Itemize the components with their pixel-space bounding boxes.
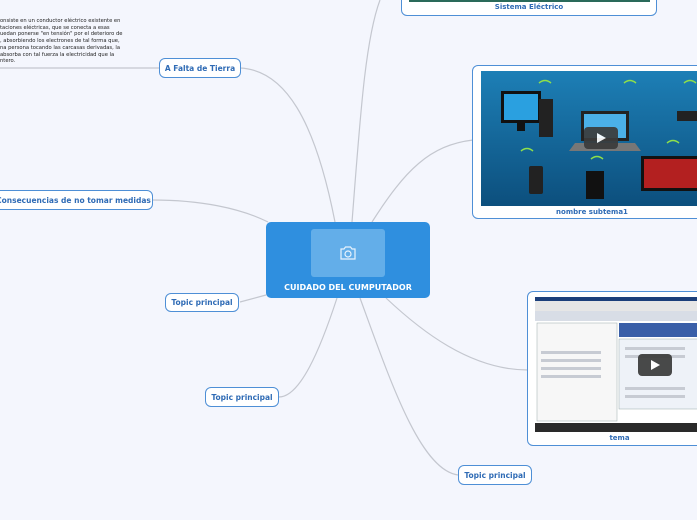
topic-subtema[interactable]: nombre subtema1 bbox=[472, 65, 697, 219]
topic-left-2[interactable]: Topic principal bbox=[205, 387, 279, 407]
note-line: absorba con tal fuerza la electricidad q… bbox=[0, 51, 115, 58]
link-falta-tierra bbox=[239, 67, 336, 223]
link-subtema bbox=[371, 139, 474, 223]
play-button[interactable] bbox=[638, 354, 672, 376]
topic-label: A Falta de Tierra bbox=[164, 63, 236, 73]
link-tema bbox=[385, 297, 529, 371]
topic-label: Topic principal bbox=[171, 298, 233, 307]
topic-image bbox=[409, 0, 650, 2]
software-screenshot bbox=[535, 297, 697, 432]
note-line: taciones eléctricas, que se conecta a es… bbox=[0, 24, 110, 31]
topic-sistema-electrico[interactable]: Sistema Eléctrico bbox=[401, 0, 657, 16]
topic-caption: tema bbox=[609, 434, 630, 442]
link-consecuencias bbox=[151, 199, 269, 223]
topic-caption: Sistema Eléctrico bbox=[494, 3, 564, 11]
note-line: ntero. bbox=[0, 58, 16, 65]
topic-caption: nombre subtema1 bbox=[556, 208, 628, 216]
central-title: CUIDADO DEL CUMPUTADOR bbox=[284, 283, 412, 292]
note-line: onsiste en un conductor eléctrico existe… bbox=[0, 18, 121, 24]
central-topic[interactable]: CUIDADO DEL CUMPUTADOR bbox=[266, 222, 430, 298]
topic-tema[interactable]: tema bbox=[527, 291, 697, 446]
topic-falta-tierra[interactable]: A Falta de Tierra bbox=[159, 58, 241, 78]
play-button[interactable] bbox=[584, 127, 618, 149]
note-line: , absorbiendo los electrones de tal form… bbox=[0, 38, 120, 45]
topic-bottom[interactable]: Topic principal bbox=[458, 465, 532, 485]
link-topic-left-1 bbox=[239, 294, 267, 303]
note-line: na persona tocando las carcasas derivada… bbox=[0, 44, 121, 51]
topic-label: Topic principal bbox=[464, 470, 526, 480]
topic-consecuencias[interactable]: Consecuencias de no tomar medidas bbox=[0, 190, 153, 210]
devices-image bbox=[481, 71, 697, 206]
topic-label: Topic principal bbox=[211, 392, 273, 402]
topic-left-1[interactable]: Topic principal bbox=[165, 293, 239, 312]
tierra-note: onsiste en un conductor eléctrico existe… bbox=[0, 18, 132, 65]
link-topic-left-2 bbox=[278, 297, 338, 398]
note-line: uedan ponerse "en tensión" por el deteri… bbox=[0, 31, 123, 38]
link-topic-bottom bbox=[359, 297, 459, 476]
link-sistema bbox=[351, 0, 381, 223]
camera-icon bbox=[340, 246, 356, 260]
image-placeholder[interactable] bbox=[311, 229, 385, 277]
topic-label: Consecuencias de no tomar medidas bbox=[0, 195, 151, 205]
